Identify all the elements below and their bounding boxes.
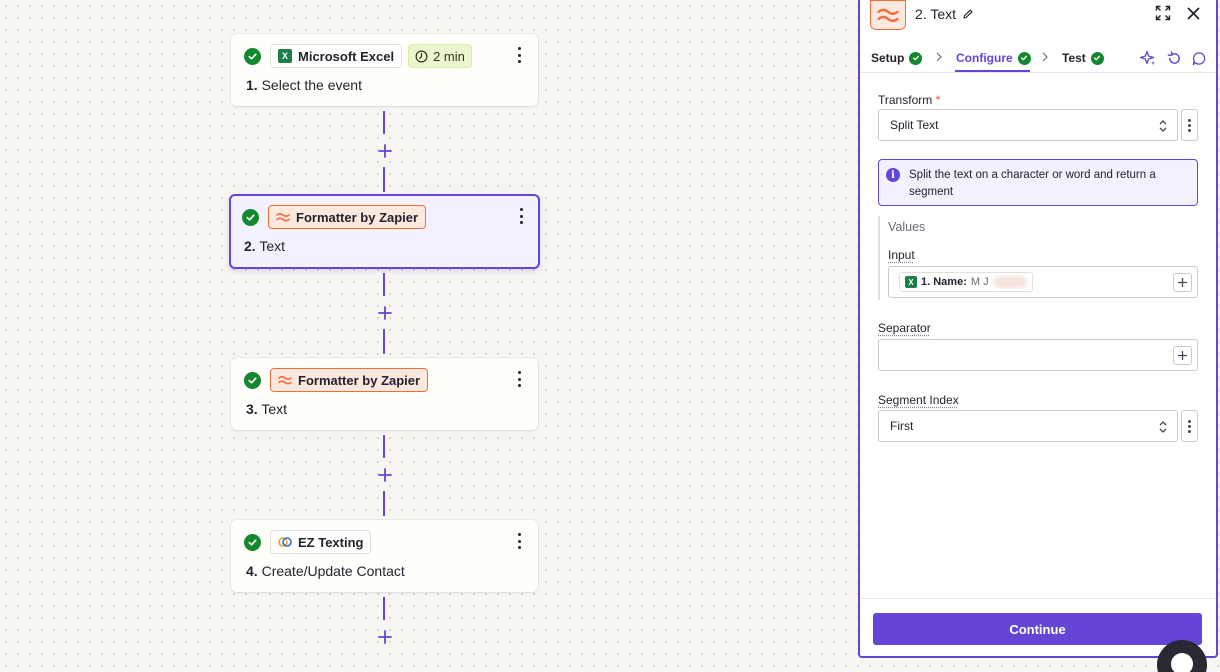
step-title: 2. Text: [244, 238, 286, 254]
step-menu-button[interactable]: [516, 47, 522, 63]
insert-data-button[interactable]: [1173, 273, 1192, 292]
time-badge: 2 min: [408, 44, 472, 68]
info-text: Split the text on a character or word an…: [909, 169, 1156, 198]
comment-icon[interactable]: [1190, 49, 1208, 67]
expand-icon[interactable]: [1154, 4, 1172, 22]
check-icon: [244, 47, 261, 65]
step-editor-panel: 2. Text Setup Configure Test: [858, 0, 1218, 658]
add-step-button[interactable]: [376, 142, 393, 159]
chevron-right-icon: [936, 52, 942, 62]
step-menu-button[interactable]: [516, 533, 522, 549]
panel-title[interactable]: 2. Text: [915, 6, 974, 22]
plus-icon: [377, 305, 392, 320]
step-menu-button[interactable]: [518, 208, 524, 224]
tab-test[interactable]: Test: [1062, 44, 1104, 72]
excel-icon: X: [278, 49, 292, 63]
formatter-icon: [870, 0, 906, 30]
plus-icon: [1178, 278, 1187, 287]
app-badge: Formatter by Zapier: [270, 368, 429, 392]
step-card-1[interactable]: X Microsoft Excel 2 min 1. Select the ev…: [231, 34, 538, 106]
plus-icon: [377, 143, 392, 158]
app-name: Formatter by Zapier: [298, 372, 421, 388]
pencil-icon[interactable]: [962, 8, 974, 20]
app-name: Formatter by Zapier: [296, 209, 419, 225]
connector-line: [383, 329, 385, 354]
close-icon[interactable]: [1185, 5, 1201, 21]
divider: [860, 72, 1216, 73]
segment-index-label: Segment Index: [878, 393, 959, 407]
connector-line: [383, 167, 385, 192]
segment-index-value: First: [890, 419, 914, 433]
connector-line: [383, 491, 385, 516]
tab-configure[interactable]: Configure: [956, 44, 1031, 72]
ez-texting-icon: [278, 537, 292, 547]
info-icon: i: [886, 168, 900, 182]
check-icon: [244, 371, 261, 389]
divider: [860, 598, 1216, 599]
separator-input[interactable]: [878, 339, 1198, 371]
tab-setup[interactable]: Setup: [871, 44, 923, 72]
separator-label: Separator: [878, 321, 931, 335]
input-label: Input: [888, 248, 915, 262]
chevron-right-icon: [1042, 52, 1048, 62]
insert-data-button[interactable]: [1173, 346, 1192, 365]
plus-icon: [377, 629, 392, 644]
app-name: EZ Texting: [298, 534, 364, 550]
excel-icon: X: [905, 276, 917, 288]
input-field[interactable]: X 1. Name: M J: [888, 266, 1198, 298]
check-icon: [244, 533, 261, 551]
step-title: 4. Create/Update Contact: [246, 563, 405, 579]
app-badge: Formatter by Zapier: [268, 205, 427, 229]
add-step-button[interactable]: [376, 466, 393, 483]
step-card-2[interactable]: Formatter by Zapier 2. Text: [229, 194, 540, 269]
transform-select[interactable]: Split Text: [878, 109, 1178, 141]
formatter-icon: [276, 212, 290, 222]
continue-button[interactable]: Continue: [873, 613, 1202, 645]
step-card-3[interactable]: Formatter by Zapier 3. Text: [231, 358, 538, 430]
chevron-updown-icon: [1159, 120, 1167, 132]
check-icon: [1017, 51, 1031, 65]
info-callout: i Split the text on a character or word …: [878, 159, 1198, 206]
add-step-button[interactable]: [376, 628, 393, 645]
plus-icon: [377, 467, 392, 482]
plus-icon: [1178, 351, 1187, 360]
segment-index-options-button[interactable]: [1181, 410, 1198, 442]
connector-line: [383, 111, 385, 134]
add-step-button[interactable]: [376, 304, 393, 321]
clock-icon: [415, 50, 428, 62]
segment-index-select[interactable]: First: [878, 410, 1178, 442]
step-menu-button[interactable]: [516, 371, 522, 387]
panel-header: 2. Text: [860, 0, 1216, 36]
transform-label: Transform *: [878, 93, 941, 107]
check-icon: [909, 51, 923, 65]
app-badge: X Microsoft Excel: [270, 44, 403, 68]
transform-value: Split Text: [890, 118, 939, 132]
step-title: 1. Select the event: [246, 77, 362, 93]
values-heading: Values: [888, 220, 926, 234]
step-tabs: Setup Configure Test: [860, 44, 1216, 72]
formatter-icon: [278, 375, 292, 385]
connector-line: [383, 597, 385, 620]
connector-line: [383, 273, 385, 296]
step-title: 3. Text: [246, 401, 288, 417]
app-badge: EZ Texting: [270, 530, 372, 554]
mapped-field-token[interactable]: X 1. Name: M J: [899, 272, 1033, 292]
values-group-line: [878, 216, 880, 300]
step-card-4[interactable]: EZ Texting 4. Create/Update Contact: [231, 520, 538, 592]
transform-options-button[interactable]: [1181, 109, 1198, 141]
chevron-updown-icon: [1159, 421, 1167, 433]
ai-sparkle-icon[interactable]: [1139, 49, 1157, 67]
check-icon: [242, 208, 259, 226]
app-name: Microsoft Excel: [298, 48, 395, 64]
check-icon: [1090, 51, 1104, 65]
refresh-icon[interactable]: [1165, 49, 1183, 67]
workflow-canvas[interactable]: X Microsoft Excel 2 min 1. Select the ev…: [0, 0, 858, 672]
time-badge-text: 2 min: [433, 48, 465, 64]
redacted-value: [992, 276, 1027, 288]
connector-line: [383, 435, 385, 458]
active-tab-indicator: [955, 70, 1030, 72]
